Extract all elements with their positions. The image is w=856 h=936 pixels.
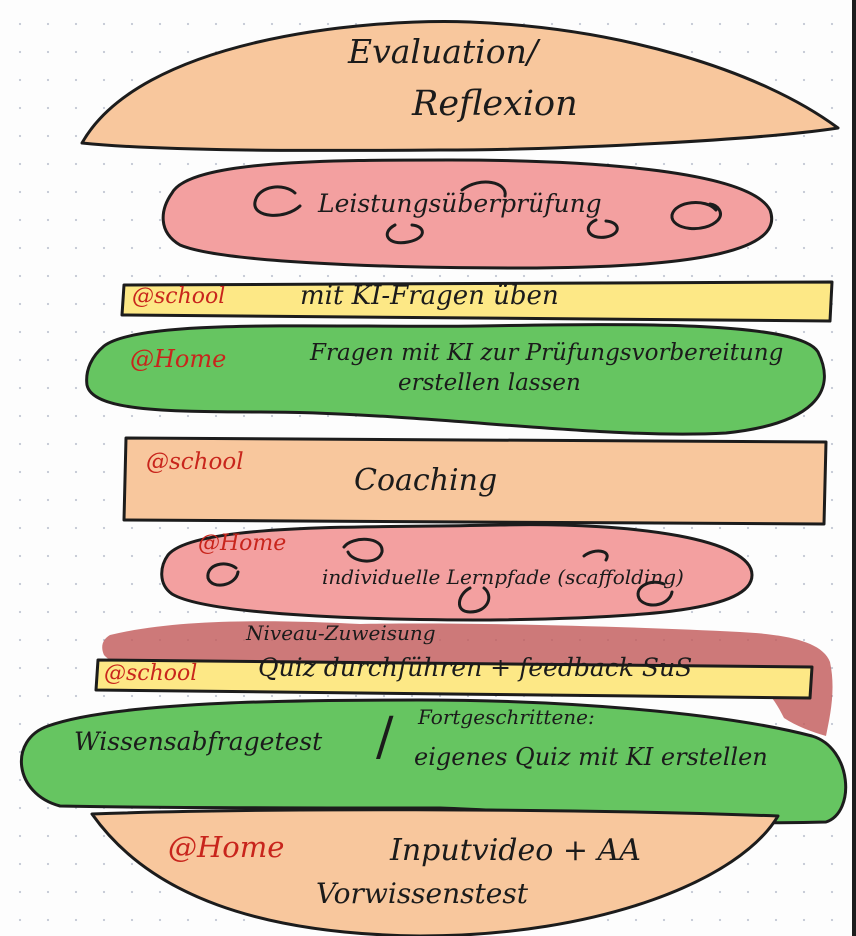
paths-shape (160, 523, 754, 622)
prep-label-line1: Fragen mit KI zur Prüfungsvorbereitung (310, 340, 784, 366)
practice-location-tag: @school (132, 284, 226, 309)
practice-bar-shape (120, 280, 834, 323)
assessment-doodles (253, 180, 722, 245)
prep-label-line2: erstellen lassen (398, 370, 581, 396)
prep-shape (85, 323, 826, 436)
bottom-bun-shape (90, 808, 780, 936)
test-shape (19, 698, 848, 825)
top-bun-title-line1: Evaluation/ (348, 32, 538, 71)
quiz-label: Quiz durchführen + feedback SuS (258, 653, 693, 682)
prep-location-tag: @Home (130, 345, 227, 373)
coaching-location-tag: @school (146, 449, 244, 475)
top-bun-shape (80, 20, 840, 152)
test-right-line1: Fortgeschrittene: (418, 705, 595, 729)
test-separator: / (376, 707, 394, 767)
quiz-location-tag: @school (104, 661, 198, 686)
practice-label: mit KI-Fragen üben (300, 281, 559, 311)
coaching-label: Coaching (354, 463, 498, 498)
top-bun-title-line2: Reflexion (412, 84, 578, 124)
level-label: Niveau-Zuweisung (246, 621, 436, 645)
bottom-bun-location-tag: @Home (168, 830, 285, 864)
bottom-bun-line1: Inputvideo + AA (390, 833, 641, 868)
coaching-shape (122, 436, 828, 526)
paths-doodles (206, 537, 674, 614)
test-right-line2: eigenes Quiz mit KI erstellen (414, 743, 768, 771)
paths-location-tag: @Home (198, 531, 287, 556)
right-edge-border (852, 0, 856, 936)
paths-label: individuelle Lernpfade (scaffolding) (322, 565, 684, 589)
quiz-bar-shape (94, 658, 814, 700)
test-left-label: Wissensabfragetest (74, 727, 323, 756)
assessment-shape (161, 158, 774, 270)
assessment-label: Leistungsüberprüfung (318, 189, 602, 218)
bottom-bun-line2: Vorwissenstest (316, 877, 528, 910)
